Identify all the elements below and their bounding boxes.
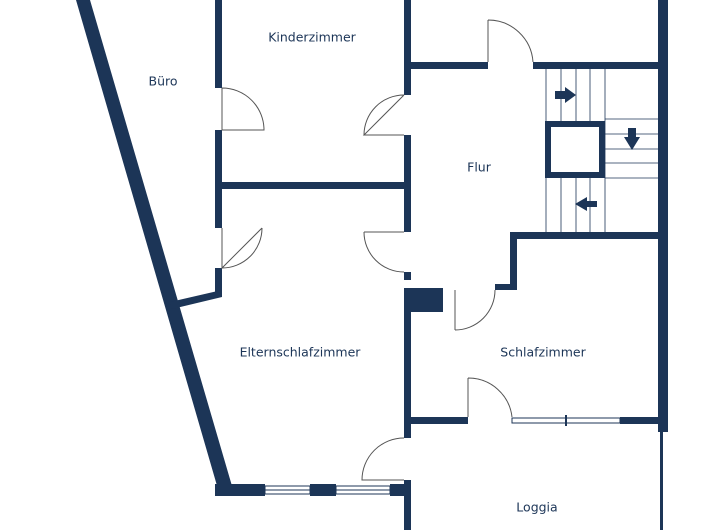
outer-wall-right xyxy=(658,0,668,432)
wall-kinder-bottom xyxy=(218,182,408,189)
outer-wall-bottom xyxy=(215,484,265,496)
wall-flur-bottom xyxy=(510,232,660,239)
wall-flur-top xyxy=(408,62,488,69)
walls xyxy=(76,0,668,530)
arrow-right-icon xyxy=(555,87,576,103)
room-label-schlafzimmer: Schlafzimmer xyxy=(500,344,586,360)
arrow-left-icon xyxy=(575,197,597,211)
doors xyxy=(221,19,534,481)
wall-schlaf-bottom xyxy=(410,417,468,424)
room-label-flur: Flur xyxy=(467,159,491,175)
loggia-railing xyxy=(660,430,663,530)
wall-kinder-flur xyxy=(404,0,411,95)
stair-arrows xyxy=(555,87,640,211)
wall-buero-kinder xyxy=(215,0,222,88)
windows xyxy=(264,415,621,495)
arrow-down-icon xyxy=(624,128,640,150)
room-label-elternschlafzimmer: Elternschlafzimmer xyxy=(239,344,361,360)
shaft xyxy=(410,288,443,312)
room-label-kinderzimmer: Kinderzimmer xyxy=(268,29,356,45)
room-label-buero: Büro xyxy=(148,73,178,89)
outer-wall-slanted xyxy=(76,0,232,496)
room-label-loggia: Loggia xyxy=(516,499,558,515)
wall-buero-bottom xyxy=(170,290,222,309)
